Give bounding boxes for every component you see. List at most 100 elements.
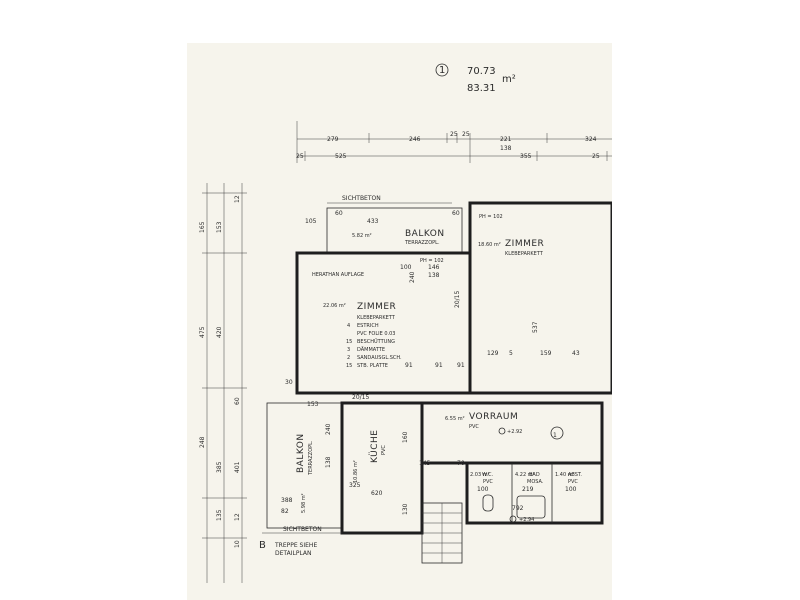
balkon-left-name: BALKON [296,433,306,473]
dim-top2-2: 138 [500,145,512,152]
zimmer-main-area: 22.06 m² [323,303,346,309]
dim-top-4: 221 [500,136,512,143]
layer-num-5: 2 [347,355,350,361]
wc-name: W.C. [482,472,493,478]
dim-left-7: 135 [216,509,223,521]
vorraum-dim-2: 1 [553,432,557,439]
zimmer-right-dim-0: 537 [532,321,539,333]
stair-level: +2.94 [519,517,534,523]
area-bottom: 83.31 [467,83,496,94]
dim-ticks-left [202,192,247,539]
zimmer-main-dim-4: 20/15 [454,291,461,308]
level-marker-stair [509,515,517,523]
dim-left-0: 165 [199,221,206,233]
layer-4: DÄMMATTE [357,346,385,353]
wc-dim-0: 100 [477,486,489,493]
kueche-dim-4: 20/15 [352,394,369,401]
kueche-name: KÜCHE [369,430,380,464]
area-unit: m² [502,74,516,85]
kueche-floor: PVC [381,445,387,455]
zimmer-main-dim-7: 91 [457,362,465,369]
abst-area: 1.40 m² [555,472,575,478]
wc-floor: PVC [483,479,493,485]
zimmer-main-dim-1: 240 [409,271,416,283]
bad-floor: MOSA. [527,479,544,485]
balkon-left-area: 5.98 m² [301,493,307,513]
floor-plan-sheet: 1 70.73 83.31 m² 279 246 25 25 221 324 2… [187,43,612,600]
balkon-left-dim-2: 138 [325,456,332,468]
vorraum-level: +2.92 [507,429,522,435]
kueche-dim-0: 620 [371,490,383,497]
dim-ticks-top [296,121,608,163]
dim-left-2: 475 [199,326,206,338]
detailplan-label: DETAILPLAN [275,550,312,557]
balkon-left-dim-3: 388 [281,497,293,504]
layer-5: SANDAUSGL.SCH. [357,355,402,361]
balkon-top-dim-2: 433 [367,218,379,225]
plan-number: 1 [439,65,445,76]
kueche-dim-3: 160 [402,431,409,443]
dim-top2-4: 25 [592,153,600,160]
kueche-dim-1: 325 [349,482,361,489]
vorraum-name: VORRAUM [469,412,518,422]
zimmer-right-name: ZIMMER [505,239,544,249]
dim-left-10: 12 [234,513,241,521]
layer-num-4: 3 [347,347,350,353]
treppe-label: TREPPE SIEHE [274,542,317,549]
dim-left-5: 385 [216,461,223,473]
zimmer-main-dim-0: 100 [400,264,412,271]
level-marker-vorraum [498,427,506,435]
plan-number-circle [435,63,449,77]
balkon-left-dim-4: 82 [281,508,289,515]
dim-top2-0: 25 [296,153,304,160]
kueche-area: 10.86 m² [353,460,359,483]
zimmer-right-ph: PH = 102 [479,214,503,220]
dim-left-8: 60 [234,397,241,405]
balkon-top-dim-0: 105 [305,218,317,225]
bathtub [516,495,546,519]
layer-num-1: 4 [347,323,350,329]
balkon-top-dim-3: 60 [452,210,460,217]
zimmer-main-header: HERATHAN AUFLAGE [312,272,364,278]
sichtbeton-top: SICHTBETON [342,195,381,202]
balkon-top-name: BALKON [405,229,445,239]
abst-floor: PVC [568,479,578,485]
balkon-left-floor: TERRAZZOPL. [308,440,314,476]
balkon-top-area: 5.82 m² [352,233,372,239]
bad-area: 4.22 m² [515,472,535,478]
sichtbeton-bottom: SICHTBETON [283,526,322,533]
layer-6: STB. PLATTE [357,363,388,369]
zimmer-right-dim-1: 129 [487,350,499,357]
zimmer-right-dim-2: 5 [509,350,513,357]
zimmer-main-name: ZIMMER [357,302,396,312]
balkon-left-dim-1: 240 [325,423,332,435]
dim-left-9: 12 [234,195,241,203]
wet-rooms-walls [465,461,604,525]
layer-2: PVC FOLIE 0.03 [357,331,395,337]
bad-name: BAD [529,472,540,478]
dim-top-5: 324 [585,136,597,143]
zimmer-right-floor: KLEBEPARKETT [505,251,544,257]
layer-3: BESCHÜTTUNG [357,338,395,345]
zimmer-right-dim-3: 159 [540,350,552,357]
zimmer-main-dim-8: 30 [285,379,293,386]
dim-left-3: 420 [216,326,223,338]
dim-top-3: 25 [462,131,470,138]
zimmer-main-dim-3: 138 [428,272,440,279]
dim-top-0: 279 [327,136,339,143]
balkon-top-dim-1: 60 [335,210,343,217]
abst-dim-0: 100 [565,486,577,493]
vorraum-dim-1: 70 [457,460,465,467]
layer-0: KLEBEPARKETT [357,315,396,321]
dim-top2-1: 525 [335,153,347,160]
zimmer-main-dim-6: 91 [435,362,443,369]
area-top: 70.73 [467,66,496,77]
zimmer-main-layers: KLEBEPARKETT ESTRICH PVC FOLIE 0.03 BESC… [346,315,402,369]
layer-1: ESTRICH [357,323,379,329]
dim-left-1: 153 [216,221,223,233]
floor-plan-drawing: 1 70.73 83.31 m² 279 246 25 25 221 324 2… [199,63,612,583]
staircase [421,502,463,564]
balkon-left-dim-0: 153 [307,401,319,408]
kueche-walls [340,401,424,535]
stair-dim: 792 [512,505,524,512]
